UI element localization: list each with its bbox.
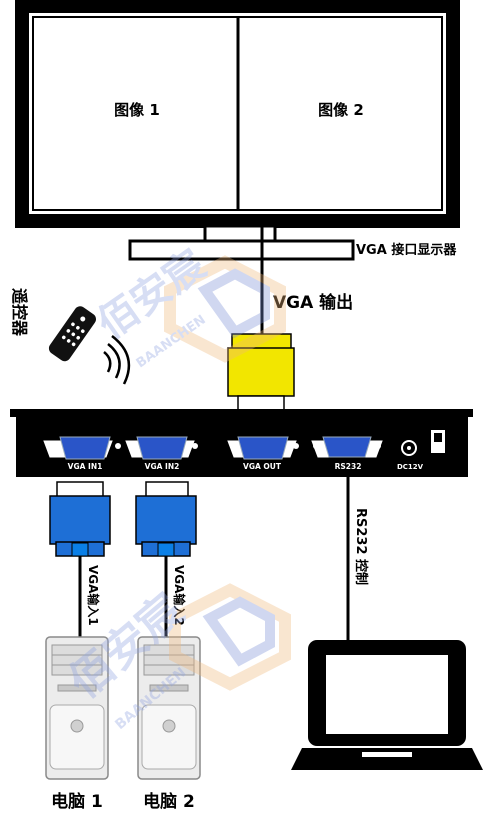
monitor-stand (128, 239, 355, 261)
rs232-control-label: RS232 控制 (353, 508, 369, 585)
device-faceplate (10, 409, 473, 417)
monitor-neck (203, 224, 277, 243)
vga-switch-device: VGA IN1 VGA IN2 VGA OUT RS232 DC12V (10, 409, 473, 477)
remote-label: 遥控器 (10, 288, 29, 337)
monitor-label: VGA 接口显示器 (356, 242, 457, 258)
pc2-tower-icon (137, 636, 201, 780)
port-label-vga-in2: VGA IN2 (145, 462, 180, 471)
signal-waves-icon (103, 335, 131, 385)
port-vga-in1 (43, 436, 121, 460)
port-dc12v (401, 440, 417, 456)
port-label-vga-in1: VGA IN1 (68, 462, 103, 471)
power-switch-icon (431, 430, 445, 453)
port-label-dc12v: DC12V (397, 463, 424, 471)
pc2-label: 电脑 2 (143, 791, 195, 812)
pc1-tower-icon (45, 636, 109, 780)
panel-left-label: 图像 1 (114, 101, 160, 119)
vga-output-label: VGA 输出 (273, 292, 353, 313)
port-vga-in2 (125, 436, 198, 460)
port-vga-out (227, 436, 299, 460)
vga-input-1-label: VGA输入1 (86, 565, 101, 626)
vga-in1-connector-icon (49, 481, 111, 557)
vga-input-2-label: VGA输入2 (172, 565, 187, 626)
vga-out-connector-icon (227, 333, 295, 413)
pc1-label: 电脑 1 (51, 791, 103, 812)
monitor: 图像 1 图像 2 VGA 接口显示器 (15, 0, 460, 261)
panel-right-label: 图像 2 (318, 101, 364, 119)
port-label-vga-out: VGA OUT (243, 462, 282, 471)
remote-control-icon (48, 306, 96, 362)
vga-in2-connector-icon (135, 481, 197, 557)
laptop-icon (291, 640, 483, 770)
port-rs232 (311, 436, 383, 458)
port-label-rs232: RS232 (335, 462, 362, 471)
